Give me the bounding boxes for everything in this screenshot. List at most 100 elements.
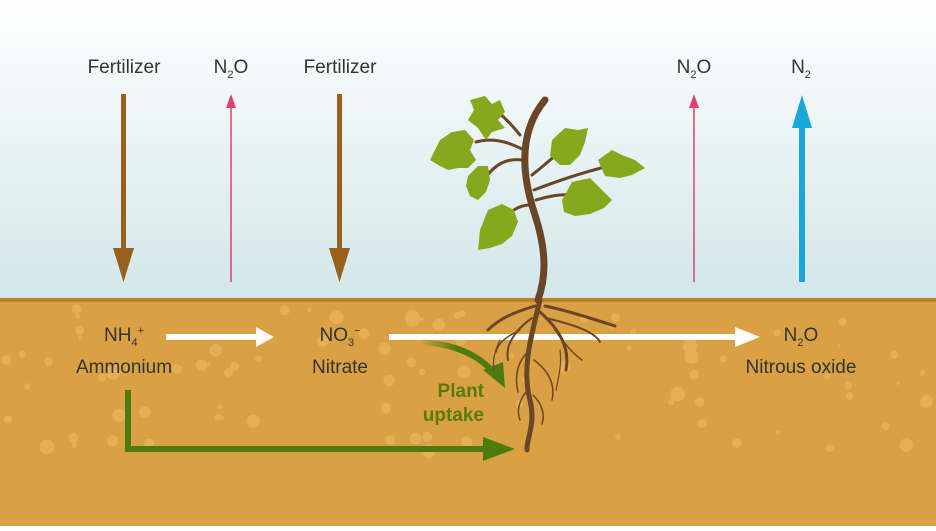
soil-particle bbox=[670, 386, 685, 402]
formula-base: N bbox=[676, 57, 691, 78]
formula-base: N bbox=[783, 325, 798, 346]
soil-particle bbox=[219, 415, 224, 420]
leaf bbox=[550, 128, 588, 165]
fertilizer-arrow-2 bbox=[329, 94, 350, 282]
soil-particle bbox=[112, 408, 126, 422]
soil-particle bbox=[719, 355, 728, 363]
soil-particle bbox=[75, 326, 84, 335]
soil-particle bbox=[107, 435, 119, 447]
nitrification-arrow bbox=[166, 327, 274, 347]
formula-tail: O bbox=[803, 325, 819, 346]
ammonium-uptake-arrow bbox=[125, 390, 515, 461]
soil-particle bbox=[610, 313, 620, 322]
plant-roots bbox=[486, 297, 617, 453]
formula-base: N bbox=[791, 57, 805, 78]
soil-particle bbox=[924, 402, 930, 408]
soil-particle bbox=[68, 432, 79, 443]
soil-particle bbox=[899, 438, 914, 452]
soil-particle bbox=[378, 342, 391, 355]
nitrate-name: Nitrate bbox=[312, 357, 368, 378]
soil-particle bbox=[432, 318, 446, 332]
fertilizer-label-text: Fertilizer bbox=[87, 57, 161, 78]
soil-particle bbox=[3, 415, 13, 424]
soil-particle bbox=[317, 334, 329, 347]
soil-particle bbox=[214, 413, 222, 421]
fertilizer-label-2: Fertilizer bbox=[304, 58, 377, 77]
soil-particle bbox=[668, 398, 675, 405]
plant-uptake-arrow bbox=[419, 339, 505, 388]
ammonium-formula: NH4+ bbox=[104, 326, 144, 349]
plant-uptake-line2: uptake bbox=[422, 404, 484, 426]
soil-particle bbox=[684, 349, 699, 364]
soil-particle bbox=[75, 313, 81, 319]
fertilizer-arrow-1 bbox=[113, 94, 134, 282]
formula-base: N bbox=[213, 57, 228, 78]
leaf bbox=[562, 178, 612, 216]
soil-particle bbox=[698, 418, 708, 428]
formula-superscript: − bbox=[354, 325, 361, 337]
soil-particle bbox=[383, 374, 395, 387]
soil-particle bbox=[826, 444, 834, 453]
soil-particle bbox=[453, 312, 461, 320]
soil-particle bbox=[207, 362, 211, 367]
formula-subscript: 2 bbox=[804, 69, 811, 81]
formula-subscript: 2 bbox=[227, 69, 234, 81]
soil-particle bbox=[732, 438, 742, 449]
soil-particle bbox=[626, 345, 632, 351]
soil-particle bbox=[775, 430, 780, 435]
formula-base: NH bbox=[103, 325, 132, 346]
formula-subscript: 3 bbox=[347, 337, 355, 349]
soil-particle bbox=[406, 357, 417, 368]
soil-particle bbox=[773, 329, 781, 337]
soil-particle bbox=[172, 364, 182, 374]
soil-particle bbox=[230, 361, 240, 371]
fertilizer-label-1: Fertilizer bbox=[88, 58, 161, 77]
n2-label: N2 bbox=[791, 58, 811, 81]
nitrous-oxide-formula: N2O bbox=[784, 326, 819, 349]
soil-particle bbox=[457, 365, 471, 379]
formula-subscript: 4 bbox=[131, 337, 138, 349]
fertilizer-label-text: Fertilizer bbox=[303, 57, 377, 78]
soil-particle bbox=[418, 368, 425, 375]
leaf bbox=[466, 166, 490, 200]
soil-particle bbox=[682, 338, 698, 354]
soil-particle bbox=[1, 355, 12, 365]
soil-particles bbox=[1, 304, 934, 458]
soil-particle bbox=[461, 436, 473, 448]
soil-particle bbox=[694, 397, 705, 407]
soil-particle bbox=[329, 310, 344, 325]
soil-particle bbox=[23, 383, 31, 390]
leaf bbox=[598, 150, 645, 178]
formula-base: NO bbox=[319, 325, 348, 346]
soil-particle bbox=[775, 329, 780, 333]
nitrate-formula: NO3− bbox=[319, 326, 360, 349]
soil-particle bbox=[19, 350, 27, 359]
soil-particle bbox=[845, 392, 854, 400]
formula-subscript: 2 bbox=[797, 337, 804, 349]
soil-particle bbox=[889, 350, 899, 359]
soil-particle bbox=[920, 394, 934, 408]
soil-particle bbox=[404, 310, 420, 325]
soil-particle bbox=[896, 381, 900, 385]
denitrification-arrow bbox=[389, 327, 760, 347]
soil-particle bbox=[405, 312, 421, 327]
leaf bbox=[430, 130, 476, 170]
soil-particle bbox=[44, 357, 53, 366]
n2-emission-arrow bbox=[792, 95, 812, 282]
soil-particle bbox=[837, 344, 841, 348]
plant-uptake-label: Plant uptake bbox=[410, 380, 484, 428]
formula-superscript: + bbox=[137, 325, 145, 337]
soil-particle bbox=[824, 373, 831, 380]
soil-particle bbox=[456, 387, 462, 393]
soil-particle bbox=[919, 369, 926, 376]
soil-particle bbox=[98, 373, 107, 382]
leaf bbox=[478, 204, 518, 250]
soil-particle bbox=[307, 308, 312, 312]
soil-particle bbox=[279, 305, 290, 316]
n2o-label-2: N2O bbox=[677, 58, 712, 81]
soil-particle bbox=[509, 353, 515, 358]
soil-particle bbox=[459, 310, 466, 317]
soil-particle bbox=[358, 328, 370, 339]
